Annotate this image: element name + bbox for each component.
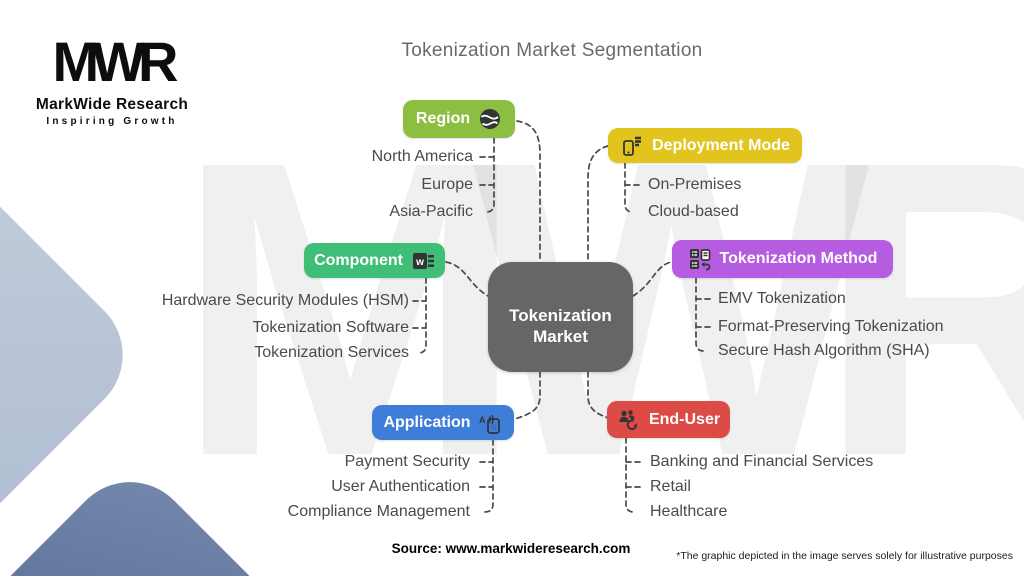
node-tokenization-method-label: Tokenization Method [719,250,878,267]
node-application-label: Application [383,413,471,431]
logo-monogram: MWR [52,30,179,93]
node-deployment-mode: Deployment Mode [608,128,802,163]
central-node-label-line1: Tokenization [509,306,612,325]
segment-item-cloud-based: Cloud-based [648,203,739,220]
segment-item-retail: Retail [650,478,691,495]
central-node-label-line2: Market [533,327,588,346]
cards-document-icon [688,247,712,271]
segment-item-sha: Secure Hash Algorithm (SHA) [718,342,930,359]
segment-item-asia-pacific: Asia-Pacific [389,203,473,220]
logo-name: MarkWide Research [35,96,189,113]
segment-item-healthcare: Healthcare [650,503,728,520]
page-title: Tokenization Market Segmentation [401,40,703,61]
node-end-user-label: End-User [648,410,721,428]
segment-item-north-america: North America [371,148,473,165]
segment-item-format-preserving: Format-Preserving Tokenization [718,318,944,335]
markwide-research-logo: MWR MarkWide Research Inspiring Growth [28,30,196,127]
segment-item-payment-security: Payment Security [344,453,470,470]
central-node-tokenization-market: Tokenization Market [488,262,633,372]
segment-item-emv-tokenization: EMV Tokenization [718,290,846,307]
segment-item-tokenization-software: Tokenization Software [252,319,409,336]
node-deployment-mode-label: Deployment Mode [652,136,790,154]
svg-text:w: w [415,257,424,268]
svg-text:A: A [479,415,486,425]
node-component-label: Component [314,251,403,269]
segment-item-on-premises: On-Premises [648,176,742,193]
node-component: Component w [304,243,445,278]
word-document-icon: w [411,249,435,273]
segment-item-user-authentication: User Authentication [331,478,470,495]
globe-icon [478,107,502,131]
users-sync-icon [617,408,641,432]
translate-phone-icon: A ☆ [479,411,503,435]
segment-item-banking-financial: Banking and Financial Services [650,453,874,470]
svg-text:☆: ☆ [489,423,497,433]
node-region: Region [403,100,515,138]
node-tokenization-method: Tokenization Method [672,240,893,278]
source-text: Source: www.markwideresearch.com [391,541,631,556]
node-region-label: Region [415,110,471,127]
segment-item-tokenization-services: Tokenization Services [254,344,409,361]
segment-item-compliance-management: Compliance Management [287,503,470,520]
logo-tagline: Inspiring Growth [46,116,178,127]
node-end-user: End-User [607,401,730,438]
smartphone-list-icon [620,134,644,158]
segment-item-hsm: Hardware Security Modules (HSM) [161,292,409,309]
node-application: Application A ☆ [372,405,514,440]
segment-item-europe: Europe [421,176,473,193]
disclaimer-text: *The graphic depicted in the image serve… [676,550,1013,562]
